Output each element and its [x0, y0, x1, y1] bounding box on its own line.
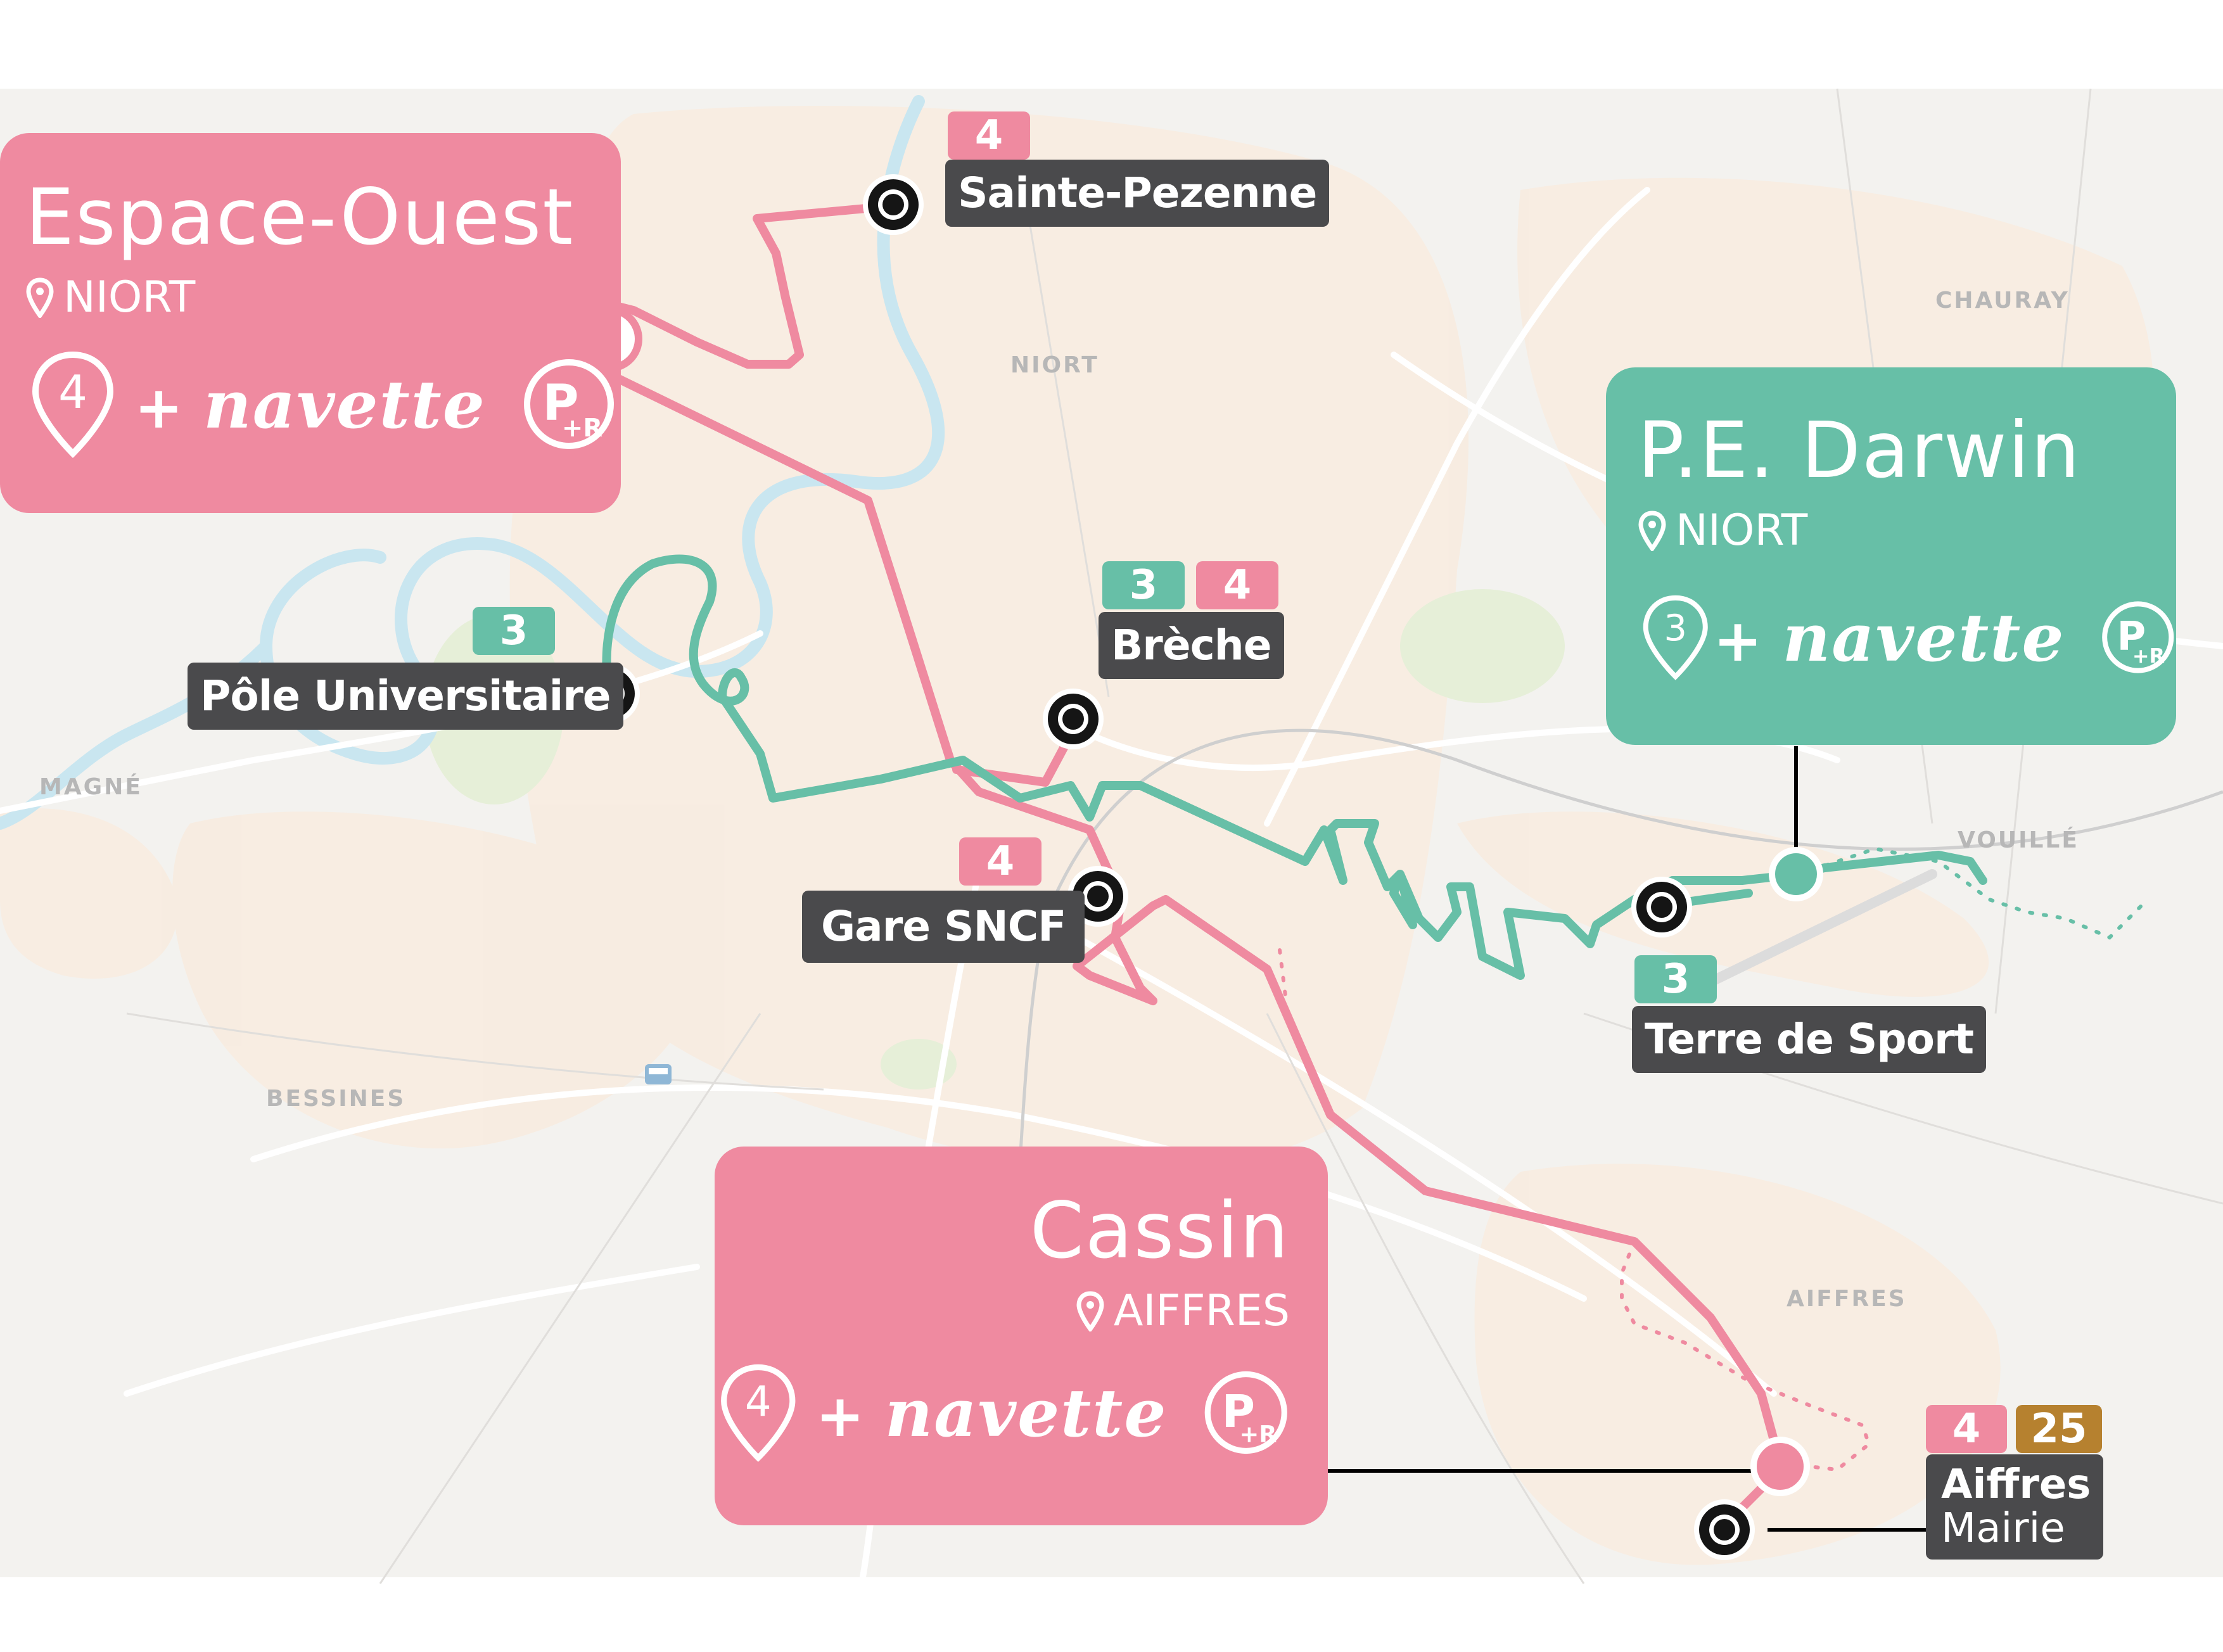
stop-label-pole-universitaire[interactable]: Pôle Universitaire: [188, 663, 623, 730]
stop-label-breche[interactable]: Brèche: [1099, 612, 1284, 679]
place-chauray: CHAURAY: [1935, 288, 2070, 314]
stop-label-line2: Mairie: [1941, 1505, 2065, 1553]
stop-label-aiffres-mairie[interactable]: Aiffres Mairie: [1926, 1454, 2104, 1560]
stop-marker-aiffres-mairie[interactable]: [1694, 1499, 1755, 1560]
svg-text:P: P: [542, 375, 578, 432]
pr-card-location: NIORT: [25, 276, 621, 319]
navette-routes: [1278, 846, 2143, 1472]
park-and-ride-icon: P+R: [2102, 601, 2174, 673]
svg-text:4: 4: [745, 1378, 772, 1426]
svg-text:P: P: [1222, 1385, 1255, 1438]
pr-card-location: NIORT: [1638, 509, 2176, 552]
pr-card-location-text: NIORT: [63, 272, 196, 322]
stop-label-terre-de-sport[interactable]: Terre de Sport: [1632, 1006, 1987, 1073]
stop-marker-breche[interactable]: [1043, 689, 1104, 749]
svg-text:P: P: [2117, 613, 2146, 659]
pr-card-title: P.E. Darwin: [1638, 405, 2081, 495]
pr-station-cassin[interactable]: [1750, 1437, 1810, 1496]
park-and-ride-icon: P+R: [523, 359, 614, 449]
pr-card-services: 4 + navette P+R: [25, 347, 621, 461]
pr-card-pe-darwin[interactable]: P.E. Darwin NIORT 3 + navette P+R: [1606, 367, 2176, 745]
stop-label-gare-sncf[interactable]: Gare SNCF: [802, 891, 1085, 963]
svg-text:4: 4: [58, 365, 87, 419]
place-magne: MAGNÉ: [39, 774, 143, 800]
line-badge-25[interactable]: 25: [2016, 1405, 2102, 1453]
line-badge-4[interactable]: 4: [1196, 561, 1278, 609]
line-pin-icon: 3: [1643, 595, 1708, 680]
pr-station-darwin[interactable]: [1769, 847, 1823, 901]
line-badge-3[interactable]: 3: [1102, 561, 1185, 609]
pr-card-title: Espace-Ouest: [25, 172, 575, 262]
pr-card-navette-text: + navette: [134, 365, 486, 443]
place-aiffres: AIFFRES: [1787, 1286, 1907, 1312]
pr-card-navette-text: + navette: [1713, 598, 2065, 677]
location-pin-icon: [1638, 511, 1666, 551]
line-badge-3[interactable]: 3: [1634, 955, 1717, 1003]
location-pin-icon: [26, 277, 54, 318]
pr-card-cassin[interactable]: Cassin AIFFRES 4 + navette P+R: [715, 1147, 1328, 1525]
line-pin-icon: 4: [721, 1364, 796, 1462]
location-pin-icon: [1076, 1291, 1104, 1331]
line-badge-4[interactable]: 4: [1926, 1405, 2007, 1453]
line-badge-4[interactable]: 4: [959, 837, 1041, 886]
stop-marker-gare-sncf[interactable]: [1067, 866, 1128, 927]
stop-label-sainte-pezenne[interactable]: Sainte-Pezenne: [945, 160, 1330, 227]
pr-card-services: 4 + navette P+R: [715, 1356, 1290, 1470]
pr-card-espace-ouest[interactable]: Espace-Ouest NIORT 4 + navette P+R: [0, 133, 621, 513]
airfield: [1693, 869, 1937, 993]
line-badge-4[interactable]: 4: [948, 111, 1030, 160]
stop-marker-terre-de-sport[interactable]: [1631, 877, 1692, 937]
park-and-ride-icon: P+R: [1205, 1371, 1288, 1454]
place-niort: NIORT: [1010, 352, 1099, 378]
place-bessines: BESSINES: [266, 1086, 406, 1112]
pr-card-location-text: AIFFRES: [1113, 1286, 1290, 1336]
stop-marker-sainte-pezenne[interactable]: [863, 174, 924, 235]
svg-text:+R: +R: [1240, 1421, 1277, 1448]
line-pin-icon: 4: [32, 351, 114, 459]
place-vouille: VOUILLÉ: [1958, 827, 2079, 853]
pr-card-location-text: NIORT: [1676, 505, 1808, 556]
svg-text:+R: +R: [562, 414, 602, 443]
stop-label-line1: Aiffres: [1941, 1461, 2091, 1508]
line-badge-3[interactable]: 3: [473, 607, 555, 655]
svg-text:+R: +R: [2132, 644, 2165, 668]
svg-text:3: 3: [1664, 607, 1688, 649]
pr-card-title: Cassin: [1029, 1186, 1290, 1276]
pr-card-navette-text: + navette: [815, 1373, 1168, 1452]
pr-card-services: 3 + navette P+R: [1638, 580, 2176, 694]
pr-card-location: AIFFRES: [715, 1290, 1290, 1333]
bus-station-icon: [645, 1064, 672, 1084]
